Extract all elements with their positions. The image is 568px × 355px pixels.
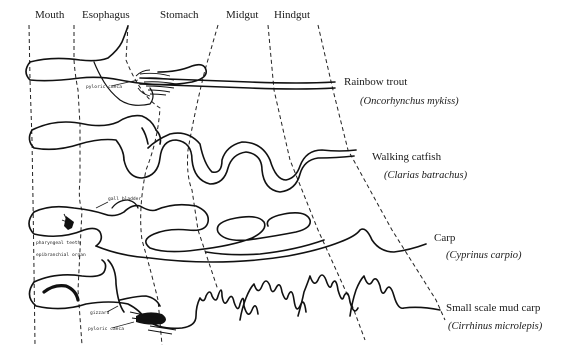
species-scientific-rainbow-trout: (Oncorhynchus mykiss) <box>360 96 459 107</box>
label-epibranchial-organ: epibranchial organ <box>36 252 86 258</box>
species-scientific-carp: (Cyprinus carpio) <box>446 250 522 261</box>
tract-carp <box>29 200 426 262</box>
pharyngeal-teeth-carp <box>62 214 74 230</box>
leader-gizzard <box>107 306 118 312</box>
species-scientific-small-scale-mud-carp: (Cirrhinus microlepis) <box>448 321 543 332</box>
region-label-esophagus: Esophagus <box>82 9 130 21</box>
region-label-midgut: Midgut <box>226 9 258 21</box>
species-name-rainbow-trout: Rainbow trout <box>344 76 407 88</box>
region-label-hindgut: Hindgut <box>274 9 310 21</box>
pyloric-caeca-mud-carp <box>130 312 176 334</box>
label-pharyngeal-teeth: pharyngeal teeth <box>36 240 80 246</box>
tract-small-scale-mud-carp <box>29 260 440 328</box>
species-name-small-scale-mud-carp: Small scale mud carp <box>446 302 541 314</box>
region-label-stomach: Stomach <box>160 9 199 21</box>
species-name-carp: Carp <box>434 232 456 244</box>
species-name-walking-catfish: Walking catfish <box>372 151 442 163</box>
region-label-mouth: Mouth <box>35 9 65 21</box>
label-gall-bladder: gall bladder <box>108 196 141 202</box>
species-scientific-walking-catfish: (Clarias batrachus) <box>384 170 468 181</box>
leader-gall-bladder <box>96 202 108 208</box>
label-pyloric-caeca-mud-carp: pyloric caeca <box>88 326 124 332</box>
label-gizzard: gizzard <box>90 310 110 316</box>
tract-rainbow-trout <box>26 26 335 105</box>
